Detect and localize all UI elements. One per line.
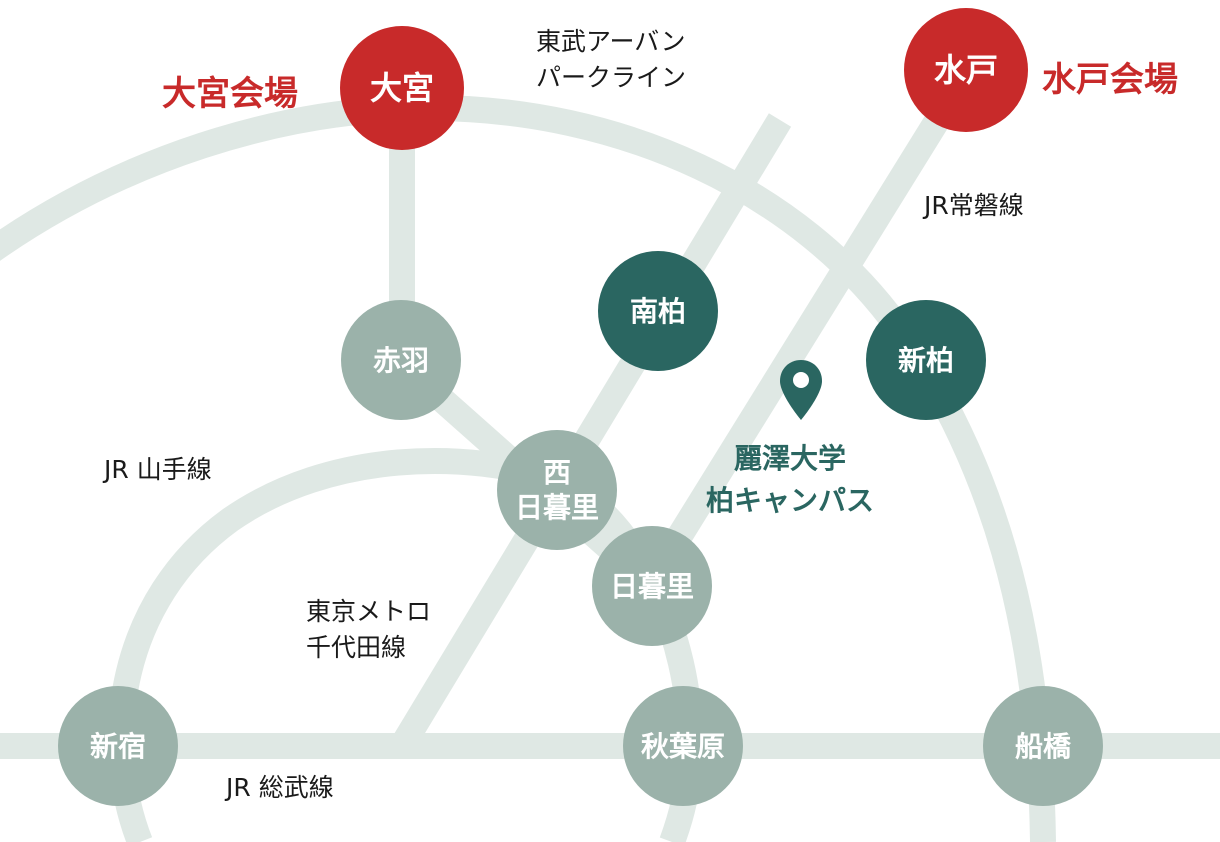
- station-shinjuku[interactable]: 新宿: [58, 686, 178, 806]
- station-akabane[interactable]: 赤羽: [341, 300, 461, 420]
- station-mito[interactable]: 水戸: [904, 8, 1028, 132]
- joban-line-label: JR常磐線: [924, 191, 1024, 220]
- station-shin-kashiwa[interactable]: 新柏: [866, 300, 986, 420]
- station-nishi-nippori[interactable]: 西 日暮里: [497, 430, 617, 550]
- omiya-venue-label: 大宮会場: [162, 74, 298, 114]
- joban-line: [628, 93, 962, 607]
- station-nishi-nippori-line2: 日暮里: [514, 491, 599, 524]
- chiyoda-line-label: 東京メトロ 千代田線: [306, 594, 431, 667]
- station-omiya[interactable]: 大宮: [340, 26, 464, 150]
- campus-label[interactable]: 麗澤大学 柏キャンパス: [706, 438, 874, 522]
- yamanote-line-label: JR 山手線: [104, 455, 212, 484]
- sobu-line-label: JR 総武線: [226, 773, 334, 802]
- tobu-line-label-2: パークライン: [536, 63, 687, 93]
- map-pin-icon[interactable]: [778, 358, 824, 422]
- chiyoda-line: [390, 113, 792, 759]
- chiyoda-line-label-1: 東京メトロ: [306, 597, 432, 626]
- station-akihabara[interactable]: 秋葉原: [623, 686, 743, 806]
- tobu-line-label-1: 東武アーバン: [536, 27, 686, 56]
- chiyoda-line-label-2: 千代田線: [306, 633, 407, 663]
- campus-label-line2: 柏キャンパス: [706, 484, 875, 517]
- campus-label-line1: 麗澤大学: [734, 442, 847, 475]
- station-minami-kashiwa[interactable]: 南柏: [598, 251, 718, 371]
- mito-venue-label: 水戸会場: [1042, 60, 1178, 100]
- station-nishi-nippori-line1: 西: [542, 456, 571, 489]
- station-funabashi[interactable]: 船橋: [983, 686, 1103, 806]
- tobu-line-label: 東武アーバン パークライン: [536, 24, 686, 97]
- station-nippori[interactable]: 日暮里: [592, 526, 712, 646]
- tobu-urban-park-line: [0, 94, 1056, 842]
